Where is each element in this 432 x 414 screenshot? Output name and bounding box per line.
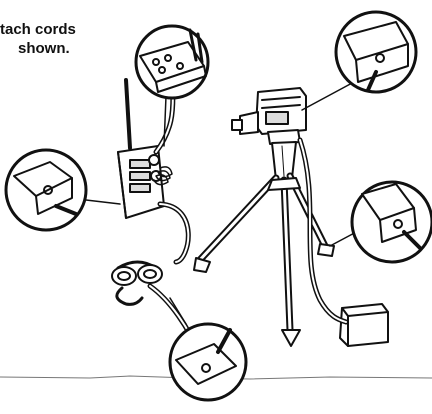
tripod [193, 87, 335, 347]
callout-left-jack [4, 148, 88, 232]
callout-bottom-jack [168, 322, 248, 402]
callout-right-jack [350, 180, 432, 264]
instruction-line-2: shown. [18, 40, 70, 57]
callout-top-battery-terminals [134, 24, 210, 100]
battery-box-jack-icon [361, 183, 422, 250]
headset-jack-icon [175, 328, 237, 385]
radio-jack-icon [13, 161, 78, 216]
callout-leaders [85, 81, 361, 325]
battery-box [339, 303, 389, 347]
battery-terminals-icon [139, 28, 207, 93]
instruction-line-1: tach cords [0, 21, 76, 38]
headset [111, 260, 163, 306]
camera-head [231, 87, 307, 181]
radio-unit [117, 78, 173, 219]
callout-top-right-jack [334, 10, 418, 94]
camera-jack-icon [343, 21, 409, 92]
